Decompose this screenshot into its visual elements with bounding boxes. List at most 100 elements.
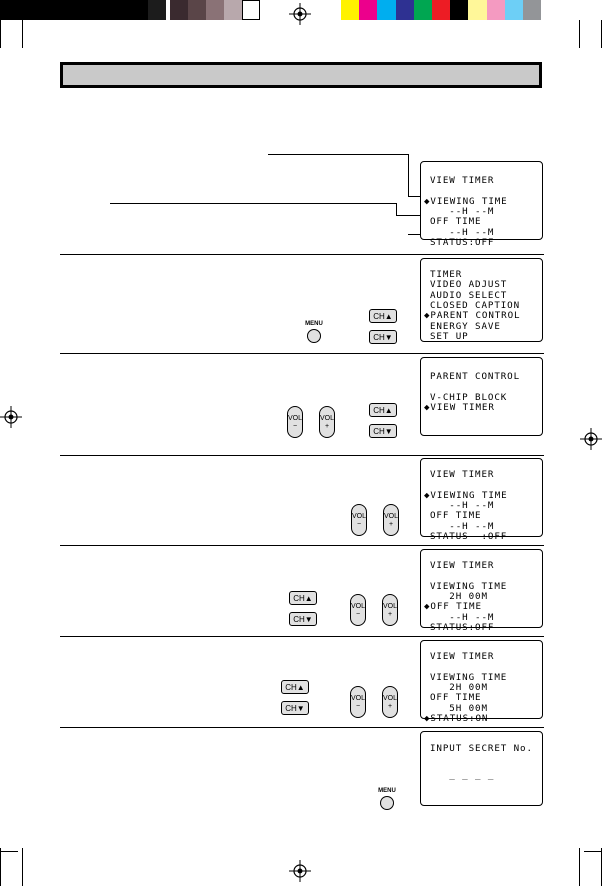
volume-down-label: VOL − [351, 603, 366, 618]
tv-screen-input-secret-number: INPUT SECRET No. _ _ _ _ [420, 731, 543, 806]
channel-up-button[interactable]: CH▲ [289, 591, 317, 605]
screen-line: STATUS:OFF [430, 236, 495, 248]
screen-line: VIEW TIMER [430, 175, 495, 186]
color-swatch [523, 0, 542, 20]
volume-down-button[interactable]: VOL − [350, 594, 366, 626]
crop-mark-top-left [0, 20, 1, 48]
menu-button-label: MENU [305, 321, 323, 327]
leader-line-status [408, 234, 422, 235]
screen-line: ENERGY SAVE [430, 320, 501, 332]
section-title-bar [60, 62, 542, 88]
crop-mark-bottom-left-h [0, 851, 18, 852]
gray-swatch [148, 0, 166, 20]
crop-mark-bottom-left [0, 848, 1, 886]
screen-line: 5H 00M [430, 702, 488, 714]
channel-up-button[interactable]: CH▲ [369, 309, 397, 323]
screen-line: ◆VIEW TIMER [424, 401, 495, 413]
color-swatch [504, 0, 523, 20]
section-divider [60, 727, 544, 728]
crop-mark-bottom-left-2 [22, 848, 23, 886]
menu-button[interactable] [380, 796, 394, 810]
screen-line: --H --M [430, 205, 495, 217]
color-swatch [468, 0, 487, 20]
channel-up-button[interactable]: CH▲ [369, 403, 397, 417]
volume-up-label: VOL + [383, 695, 398, 710]
section-divider [60, 545, 544, 546]
color-swatch [341, 0, 360, 20]
color-swatch [432, 0, 451, 20]
screen-line: --H --M [430, 520, 495, 532]
volume-down-label: VOL − [288, 415, 303, 430]
crop-mark-top-right [579, 20, 580, 48]
registration-mark-right-icon [580, 428, 602, 450]
color-swatch [395, 0, 414, 20]
color-swatch [450, 0, 469, 20]
screen-line: PARENT CONTROL [430, 371, 521, 382]
screen-line: --H --M [430, 611, 495, 623]
screen-line: ◆PARENT CONTROL [424, 310, 521, 322]
color-swatch [377, 0, 396, 20]
screen-line: STATUS :OFF [430, 530, 508, 542]
volume-up-label: VOL + [384, 513, 399, 528]
registration-mark-top-icon [289, 3, 311, 25]
screen-line: OFF TIME [430, 510, 482, 522]
volume-up-button[interactable]: VOL + [319, 406, 335, 438]
screen-line: VIEWING TIME [430, 671, 508, 683]
screen-line: VIDEO ADJUST [430, 279, 508, 291]
channel-down-button[interactable]: CH▼ [369, 424, 397, 438]
volume-up-button[interactable]: VOL + [382, 594, 398, 626]
menu-button[interactable] [307, 329, 321, 343]
channel-down-button[interactable]: CH▼ [369, 330, 397, 344]
section-divider [60, 254, 544, 255]
screen-line: VIEW TIMER [430, 651, 495, 662]
volume-up-label: VOL + [383, 603, 398, 618]
volume-up-button[interactable]: VOL + [383, 504, 399, 536]
gray-swatch [170, 0, 188, 20]
color-swatch [486, 0, 505, 20]
screen-line: ◆STATUS:ON [424, 712, 489, 724]
registration-mark-bottom-icon [289, 860, 311, 882]
leader-line-viewing-time-v [408, 154, 409, 196]
screen-line: ◆VIEWING TIME [424, 195, 508, 207]
leader-line-viewing-time-h [408, 196, 422, 197]
screen-line: V-CHIP BLOCK [430, 391, 508, 403]
crop-mark-bottom-right-h [584, 851, 602, 852]
volume-down-button[interactable]: VOL − [350, 686, 366, 718]
gray-swatch [0, 0, 148, 20]
screen-line: ◆VIEWING TIME [424, 489, 508, 501]
screen-line: --H --M [430, 499, 495, 511]
leader-line-viewing-time [268, 154, 408, 155]
color-swatch [359, 0, 378, 20]
leader-line-off-time-h [396, 215, 422, 216]
volume-up-button[interactable]: VOL + [382, 686, 398, 718]
crop-mark-top-left-2 [22, 20, 23, 48]
screen-line: STATUS:OFF [430, 621, 495, 633]
leader-line-off-time [110, 203, 396, 204]
screen-line: VIEW TIMER [430, 560, 495, 571]
channel-down-button[interactable]: CH▼ [281, 701, 309, 715]
gray-swatch [242, 0, 260, 20]
leader-line-off-time-v [396, 203, 397, 215]
gray-swatch [224, 0, 242, 20]
menu-button-label: MENU [378, 788, 396, 794]
screen-line: TIMER [430, 269, 463, 280]
channel-up-button[interactable]: CH▲ [281, 680, 309, 694]
volume-down-button[interactable]: VOL − [351, 504, 367, 536]
color-swatch [413, 0, 432, 20]
volume-down-label: VOL − [352, 513, 367, 528]
screen-line: CLOSED CAPTION [430, 299, 521, 311]
volume-down-button[interactable]: VOL − [287, 406, 303, 438]
screen-line: INPUT SECRET No. [430, 743, 533, 754]
screen-line: OFF TIME [430, 216, 482, 228]
screen-line: --H --M [430, 226, 495, 238]
volume-down-label: VOL − [351, 695, 366, 710]
screen-line: AUDIO SELECT [430, 289, 508, 301]
tv-screen-parent-control: PARENT CONTROL V-CHIP BLOCK◆VIEW TIMER [420, 357, 543, 436]
channel-down-button[interactable]: CH▼ [289, 612, 317, 626]
registration-mark-left-icon [0, 406, 22, 428]
